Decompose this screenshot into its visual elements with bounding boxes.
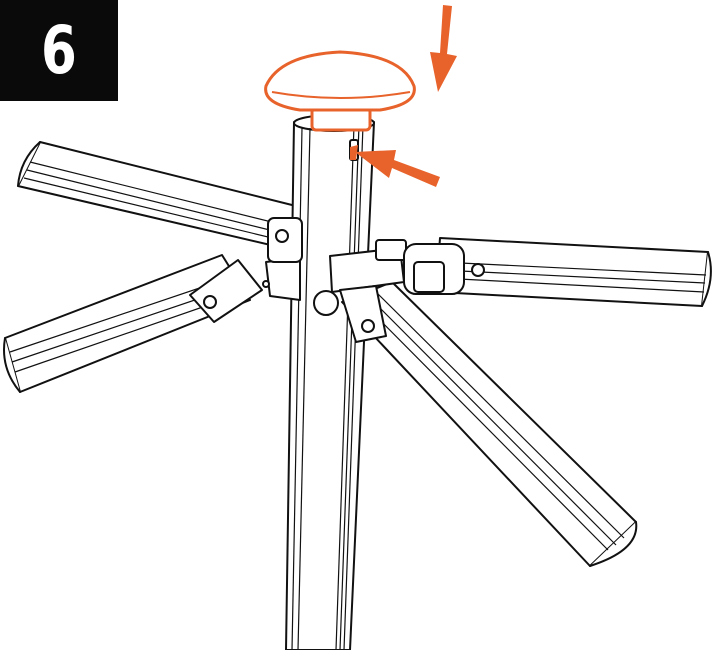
rib-arm-upper-left (17, 141, 301, 251)
pole-hole-highlight (350, 145, 358, 160)
rib-arm-lower-left (3, 254, 251, 393)
step-badge: 6 (0, 0, 118, 101)
rib-arm-right (435, 237, 712, 307)
rib-arm-lower-right (341, 281, 638, 567)
step-number: 6 (41, 11, 77, 89)
top-cap (264, 50, 416, 132)
pointer-arrow-icon (355, 150, 440, 187)
down-arrow-icon (430, 5, 457, 92)
hub-clamp (189, 217, 485, 343)
central-pole (285, 114, 375, 650)
